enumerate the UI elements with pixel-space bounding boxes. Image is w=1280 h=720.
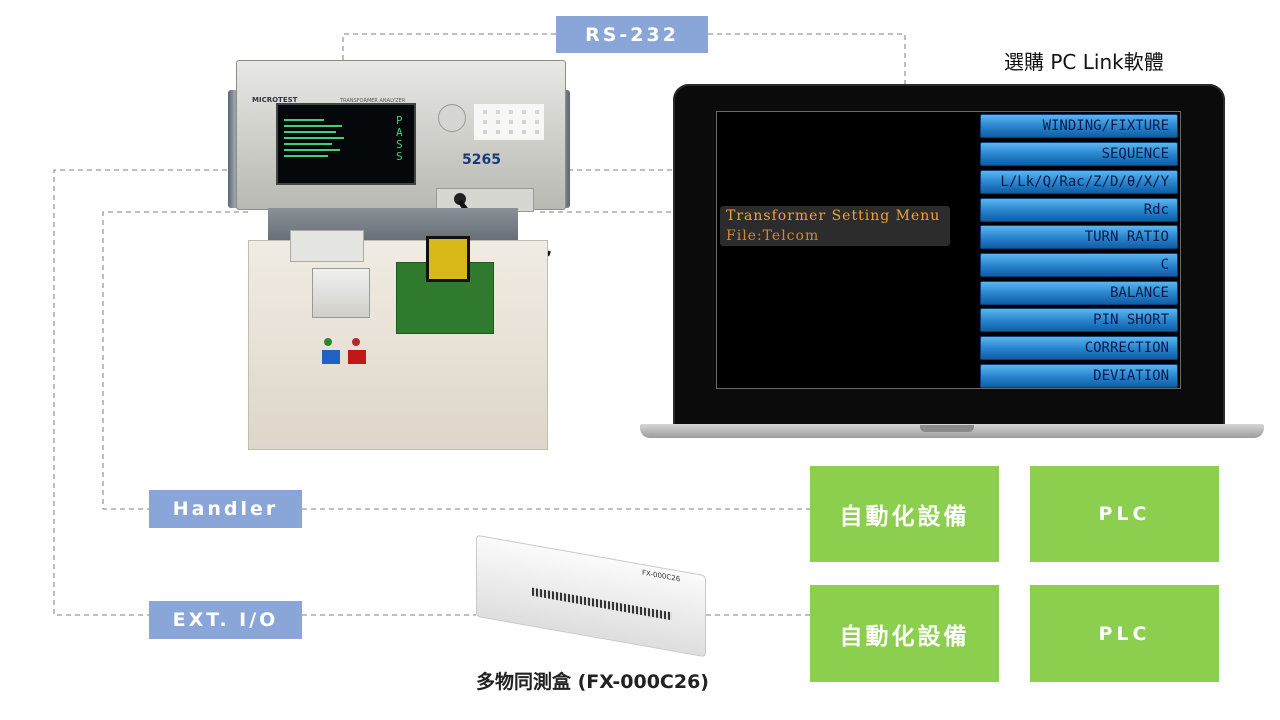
- menu-button-lcr-params: L/Lk/Q/Rac/Z/D/θ/X/Y: [980, 170, 1178, 194]
- multi-dut-caption: 多物同測盒 (FX-000C26): [476, 671, 709, 693]
- plc-box-1: PLC: [1030, 466, 1219, 562]
- pc-link-label: 選購 PC Link軟體: [1004, 50, 1164, 74]
- transformer-under-test: [426, 236, 470, 282]
- menu-button-turn-ratio: TURN RATIO: [980, 225, 1178, 249]
- pneumatic-cylinder: [312, 268, 370, 318]
- plc-box-2: PLC: [1030, 585, 1219, 682]
- fail-led: [352, 338, 360, 346]
- handler-label: Handler: [149, 490, 302, 528]
- nav-dial: [438, 104, 466, 132]
- rs232-label: RS-232: [556, 16, 708, 53]
- menu-button-sequence: SEQUENCE: [980, 142, 1178, 166]
- menu-button-rdc: Rdc: [980, 198, 1178, 222]
- menu-button-deviation: DEVIATION: [980, 364, 1178, 388]
- menu-button-balance: BALANCE: [980, 281, 1178, 305]
- menu-button-correction: CORRECTION: [980, 336, 1178, 360]
- menu-button-pin-short: PIN SHORT: [980, 308, 1178, 332]
- pass-led: [324, 338, 332, 346]
- automation-equipment-box-2: 自動化設備: [810, 585, 999, 682]
- instrument-brand: MICROTEST: [252, 96, 298, 104]
- clamp-actuator: [290, 230, 364, 262]
- lcd-pass-text: PASS: [396, 114, 403, 163]
- button-grid: [474, 104, 544, 140]
- instrument-model: 5265: [462, 152, 501, 168]
- menu-title: Transformer Setting Menu: [726, 208, 941, 224]
- laptop-notch: [920, 425, 974, 432]
- menu-file-label: File:Telcom: [726, 228, 820, 244]
- start-button: [322, 350, 340, 364]
- menu-button-winding-fixture: WINDING/FIXTURE: [980, 114, 1178, 138]
- instrument-subtitle: TRANSFORMER ANALYZER: [340, 98, 406, 104]
- menu-title-box: [720, 206, 950, 246]
- menu-button-c: C: [980, 253, 1178, 277]
- instrument-lcd: PASS: [276, 103, 416, 185]
- instrument-keypad: [436, 100, 548, 170]
- automation-equipment-box-1: 自動化設備: [810, 466, 999, 562]
- stop-button: [348, 350, 366, 364]
- ext-io-label: EXT. I/O: [149, 601, 302, 639]
- fixture-pcb: [396, 262, 494, 334]
